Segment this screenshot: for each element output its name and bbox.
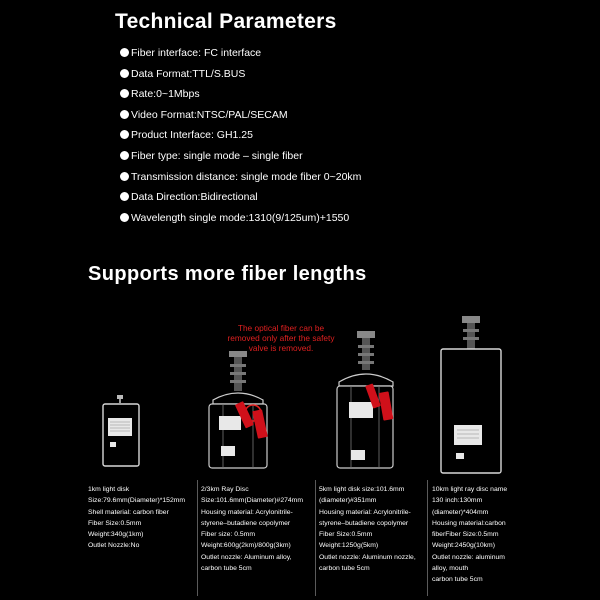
param-item: Fiber type: single mode – single fiber bbox=[120, 149, 361, 170]
spec-3km: 2/3km Ray Disc Size:101.6mm(Diameter)#27… bbox=[201, 486, 303, 573]
bullet-icon bbox=[120, 130, 129, 140]
bullet-icon bbox=[120, 48, 129, 57]
technical-parameters-list: Fiber interface: FC interface Data Forma… bbox=[120, 46, 361, 231]
param-item: Rate:0~1Mbps bbox=[120, 87, 361, 108]
param-item: Wavelength single mode:1310(9/125um)+155… bbox=[120, 211, 361, 232]
bullet-icon bbox=[120, 109, 129, 119]
spool-10km-image bbox=[440, 316, 502, 474]
bullet-icon bbox=[120, 171, 129, 181]
spec-5km: 5km light disk size:101.6mm (diameter)#3… bbox=[319, 486, 416, 573]
spool-5km-image bbox=[336, 331, 394, 469]
column-divider bbox=[315, 480, 316, 596]
spec-1km: 1km light disk Size:79.6mm(Diameter)*152… bbox=[88, 486, 186, 550]
param-item: Data Format:TTL/S.BUS bbox=[120, 67, 361, 88]
param-item: Fiber interface: FC interface bbox=[120, 46, 361, 67]
spool-1km-image bbox=[102, 395, 140, 467]
param-item: Video Format:NTSC/PAL/SECAM bbox=[120, 108, 361, 129]
spec-10km: 10km light ray disc name 130 inch:130mm … bbox=[432, 486, 508, 584]
fiber-lengths-title: Supports more fiber lengths bbox=[88, 263, 367, 285]
safety-note: The optical fiber can be removed only af… bbox=[227, 323, 335, 353]
param-item: Transmission distance: single mode fiber… bbox=[120, 170, 361, 191]
bullet-icon bbox=[120, 212, 129, 222]
param-item: Product Interface: GH1.25 bbox=[120, 128, 361, 149]
param-item: Data Direction:Bidirectional bbox=[120, 190, 361, 211]
bullet-icon bbox=[120, 150, 129, 160]
column-divider bbox=[197, 480, 198, 596]
spool-3km-image bbox=[208, 351, 268, 469]
bullet-icon bbox=[120, 68, 129, 78]
technical-parameters-title: Technical Parameters bbox=[115, 10, 337, 33]
bullet-icon bbox=[120, 192, 129, 202]
bullet-icon bbox=[120, 89, 129, 99]
column-divider bbox=[427, 480, 428, 596]
